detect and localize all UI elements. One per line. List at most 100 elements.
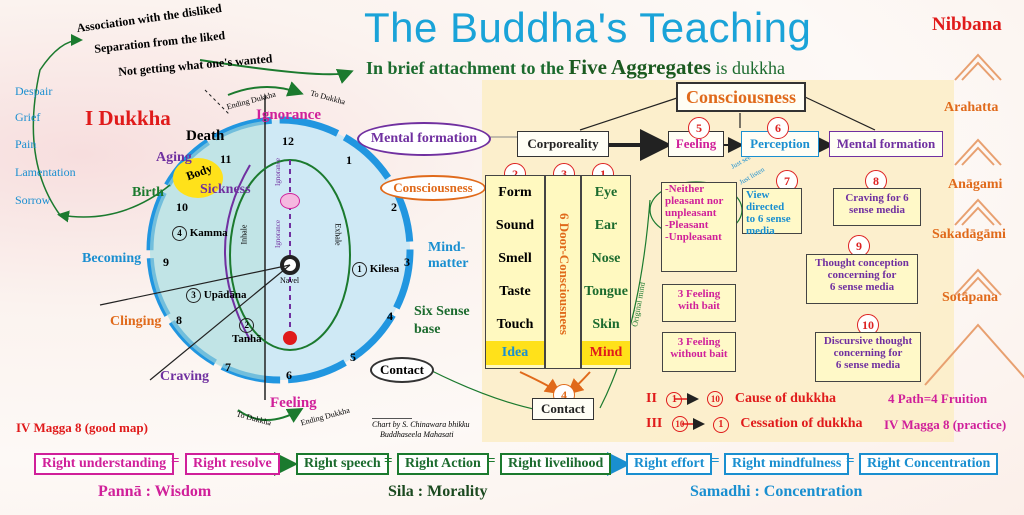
lotus-icon: [280, 193, 300, 209]
kilesa-circle: 1: [352, 262, 367, 277]
page-title: The Buddha's Teaching: [364, 4, 812, 51]
ignorance-small-2: Ignorance: [273, 220, 282, 248]
door-consciousness-label: 6 Door-Consciousnees: [557, 213, 572, 335]
tongue-cell: Tongue: [584, 284, 628, 299]
feelings-line-3: unpleasant: [665, 207, 717, 219]
path-right-action: Right Action: [397, 453, 489, 475]
tanha-circle: 2: [239, 318, 255, 333]
eye-cell: Eye: [594, 185, 618, 200]
smell-cell: Smell: [498, 251, 532, 266]
base-label: base: [414, 322, 441, 337]
form-cell: Form: [498, 185, 532, 200]
becoming-label: Becoming: [82, 251, 142, 266]
taste-cell: Taste: [499, 284, 531, 299]
view-line-2: to 6 sense: [746, 213, 791, 225]
kamma-label: 4 Kamma: [172, 226, 228, 241]
num-2: 2: [391, 200, 397, 214]
feeling-bait-line-2: with bait: [678, 300, 720, 312]
craving-box: Craving for 6 sense media: [833, 188, 921, 226]
subtitle: In brief attachment to the Five Aggregat…: [366, 55, 785, 80]
ear-cell: Ear: [594, 218, 618, 233]
tanha-text: Tanhā: [232, 333, 262, 345]
num-1: 1: [346, 153, 352, 167]
num-12: 12: [282, 134, 294, 148]
kamma-text: Kamma: [189, 227, 228, 239]
panna-label: Pannā : Wisdom: [98, 483, 212, 500]
inhale-label: Inhale: [239, 224, 249, 245]
feeling-wheel-label: Feeling: [270, 395, 317, 411]
num-7: 7: [225, 360, 231, 374]
ignorance-label: Ignorance: [256, 107, 321, 123]
craving-line-2: sense media: [849, 204, 905, 216]
path-right-speech: Right speech: [296, 453, 389, 475]
arahatta-label: Arahatta: [944, 100, 999, 115]
cess-b: 1: [712, 417, 729, 433]
sila-label: Sila : Morality: [388, 483, 488, 500]
thought-conception-box: Thought conception concerning for 6 sens…: [806, 254, 918, 304]
cause-num: II: [646, 391, 657, 406]
num-6: 6: [286, 368, 292, 382]
path-right-livelihood: Right livelihood: [500, 453, 612, 475]
feelings-line-1: -Neither: [665, 183, 705, 195]
idea-cell: Idea: [486, 341, 544, 365]
upadana-circle: 3: [186, 288, 201, 303]
sound-cell: Sound: [495, 218, 535, 233]
cessation-row: III 10 1 Cessation of dukkha: [646, 416, 863, 433]
cause-a: 1: [666, 392, 683, 408]
cess-a: 10: [671, 416, 688, 432]
misery-pain: Pain: [15, 137, 37, 151]
thought-line-1: Thought conception: [815, 257, 909, 269]
sense-organ-column: Eye Ear Nose Tongue Skin Mind: [581, 175, 631, 369]
thought-line-3: 6 sense media: [829, 281, 895, 293]
dukkha-title: I Dukkha: [85, 106, 171, 130]
circle-5: 5: [688, 117, 710, 139]
misery-lamentation: Lamentation: [15, 165, 76, 179]
num-4: 4: [387, 309, 393, 323]
mental-formation-oval: Mental formation: [357, 122, 491, 156]
feelings-line-2: pleasant nor: [665, 195, 724, 207]
thought-line-2: concerning for: [827, 269, 897, 281]
subtitle-pre: In brief attachment to the: [366, 58, 564, 78]
num-3: 3: [404, 255, 410, 269]
path-right-concentration: Right Concentration: [859, 453, 999, 475]
six-sense-label: Six Sense: [414, 304, 470, 319]
feeling-with-bait-box: 3 Feeling with bait: [662, 284, 736, 322]
upadana-text: Upādāna: [203, 289, 247, 301]
eq-5: =: [846, 453, 855, 469]
cause-b: 10: [707, 391, 724, 407]
death-label: Death: [186, 128, 225, 144]
contact-box: Contact: [532, 398, 594, 420]
craving-label: Craving: [160, 369, 209, 384]
mind-matter-label: Mind-matter: [428, 240, 469, 271]
path-right-effort: Right effort: [626, 453, 713, 475]
circle-7: 7: [776, 170, 798, 192]
misery-despair: Despair: [15, 84, 53, 98]
birth-label: Birth: [132, 185, 164, 200]
discursive-line-3: 6 sense media: [835, 359, 901, 371]
craving-line-1: Craving for 6: [845, 192, 909, 204]
cause-row: II 1 10 Cause of dukkha: [646, 391, 836, 408]
contact-oval: Contact: [370, 357, 434, 383]
discursive-line-1: Discursive thought: [823, 335, 913, 347]
num-9: 9: [163, 255, 169, 269]
subtitle-bold: Five Aggregates: [568, 55, 711, 79]
num-5: 5: [350, 350, 356, 364]
num-11: 11: [220, 152, 232, 166]
skin-cell: Skin: [592, 317, 620, 332]
magga-practice-label: IV Magga 8 (practice): [884, 417, 1007, 432]
signature-icon: [372, 408, 412, 419]
touch-cell: Touch: [496, 317, 534, 332]
num-10: 10: [176, 200, 188, 214]
sickness-label: Sickness: [200, 182, 251, 197]
tanha-label: 2 Tanhā: [232, 318, 262, 345]
feeling-nobait-line-2: without bait: [670, 348, 728, 360]
corporeality-box: Corporeality: [517, 131, 609, 157]
credit-line-1: Chart by S. Chinawara bhikku: [372, 420, 470, 429]
consciousness-oval: Consciousness: [380, 175, 486, 201]
aging-label: Aging: [156, 150, 192, 165]
path-fruition-label: 4 Path=4 Fruition: [888, 391, 988, 406]
cause-text: Cause of dukkha: [734, 391, 837, 406]
sakadagami-label: Sakadāgāmi: [932, 227, 1006, 242]
